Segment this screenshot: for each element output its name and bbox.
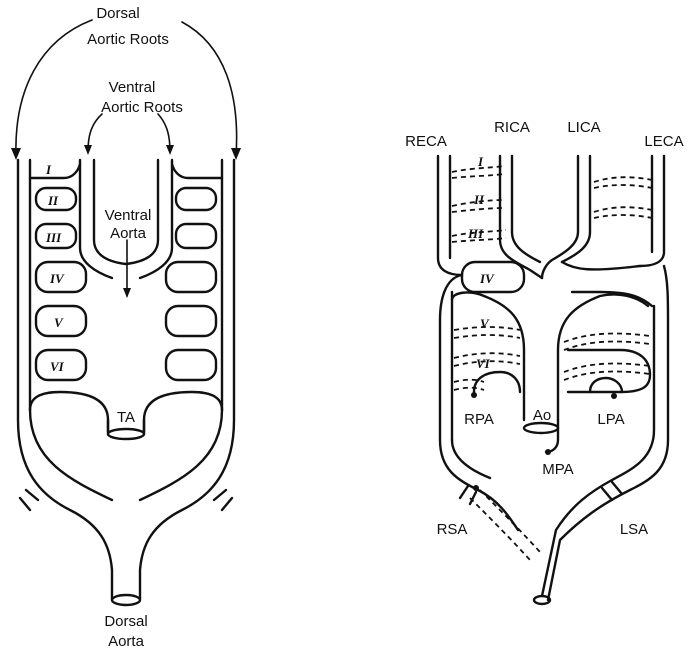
arrowhead-vr-right [166, 145, 174, 155]
adult-derivatives-diagram: RECA RICA LICA LECA RPA Ao LPA MPA RSA L… [405, 119, 683, 604]
dorsal-aorta-opening [112, 595, 140, 605]
arch-numeral-VI: VI [50, 359, 65, 374]
left-upper-lower-wall [452, 440, 490, 478]
lpa-dot [611, 393, 617, 399]
lsa-label: LSA [620, 521, 648, 538]
truncus-opening [108, 429, 144, 439]
mpa-label: MPA [542, 461, 573, 478]
r-arch-numeral-V: V [480, 316, 490, 331]
arrowhead-left [11, 148, 21, 160]
lica-label: LICA [567, 119, 600, 136]
rica-inner [512, 156, 540, 262]
arch-numeral-III: III [45, 230, 62, 245]
dorsal-aorta-label-1: Dorsal [104, 613, 147, 630]
dorsal-root-arrow-left [16, 20, 92, 156]
rsa-dot [473, 485, 479, 491]
descending-arch-right [548, 266, 668, 600]
arch-numeral-II: II [47, 193, 59, 208]
lpa-label: LPA [597, 411, 624, 428]
ao-label: Ao [533, 407, 551, 424]
right-branch-stub [214, 490, 232, 510]
arch-I-top-right [172, 164, 222, 178]
arch-numeral-V: V [54, 315, 64, 330]
lica-inner [542, 156, 578, 278]
r-arch-numeral-III: III [467, 226, 484, 241]
rpa-dot [471, 392, 477, 398]
ventral-roots-label-1: Ventral [109, 79, 156, 96]
lica-vessel [562, 156, 590, 262]
right-arch-pouches [166, 188, 216, 380]
leca-label: LECA [644, 133, 683, 150]
reca-label: RECA [405, 133, 447, 150]
arch-numeral-IV: IV [49, 271, 65, 286]
dorsal-aorta-label-2: Aorta [108, 633, 145, 650]
r-arch-numeral-II: II [473, 192, 485, 207]
lpa-vessel [590, 378, 622, 392]
arrowhead-right [231, 148, 241, 160]
rpa-label: RPA [464, 411, 494, 428]
truncus-label: TA [117, 409, 135, 426]
ventral-roots-label-2: Aortic Roots [101, 99, 183, 116]
dorsal-root-arrow-right [182, 22, 237, 156]
arch-I-top [30, 164, 80, 178]
aorta-opening [524, 423, 558, 433]
r-arch-numeral-I: I [477, 154, 484, 169]
arrowhead-va [123, 288, 131, 298]
left-lower-wall [478, 490, 518, 530]
embryonic-arches-diagram: Dorsal Aortic Roots Ventral Aortic Roots… [11, 5, 241, 650]
ventral-aorta-label-2: Aorta [110, 225, 147, 242]
mpa-dot [545, 449, 551, 455]
dorsal-roots-label-2: Aortic Roots [87, 31, 169, 48]
dorsal-roots-label-1: Dorsal [96, 5, 139, 22]
ventral-aorta-label-1: Ventral [105, 207, 152, 224]
aorta-right-wall [558, 294, 648, 420]
arrowhead-vr-left [84, 145, 92, 155]
arch-numeral-I: I [45, 162, 52, 177]
r-arch-numeral-IV: IV [479, 271, 495, 286]
rsa-label: RSA [437, 521, 468, 538]
left-branch-stub [20, 490, 38, 510]
r-arch-numeral-VI: VI [476, 356, 491, 371]
rica-label: RICA [494, 119, 530, 136]
